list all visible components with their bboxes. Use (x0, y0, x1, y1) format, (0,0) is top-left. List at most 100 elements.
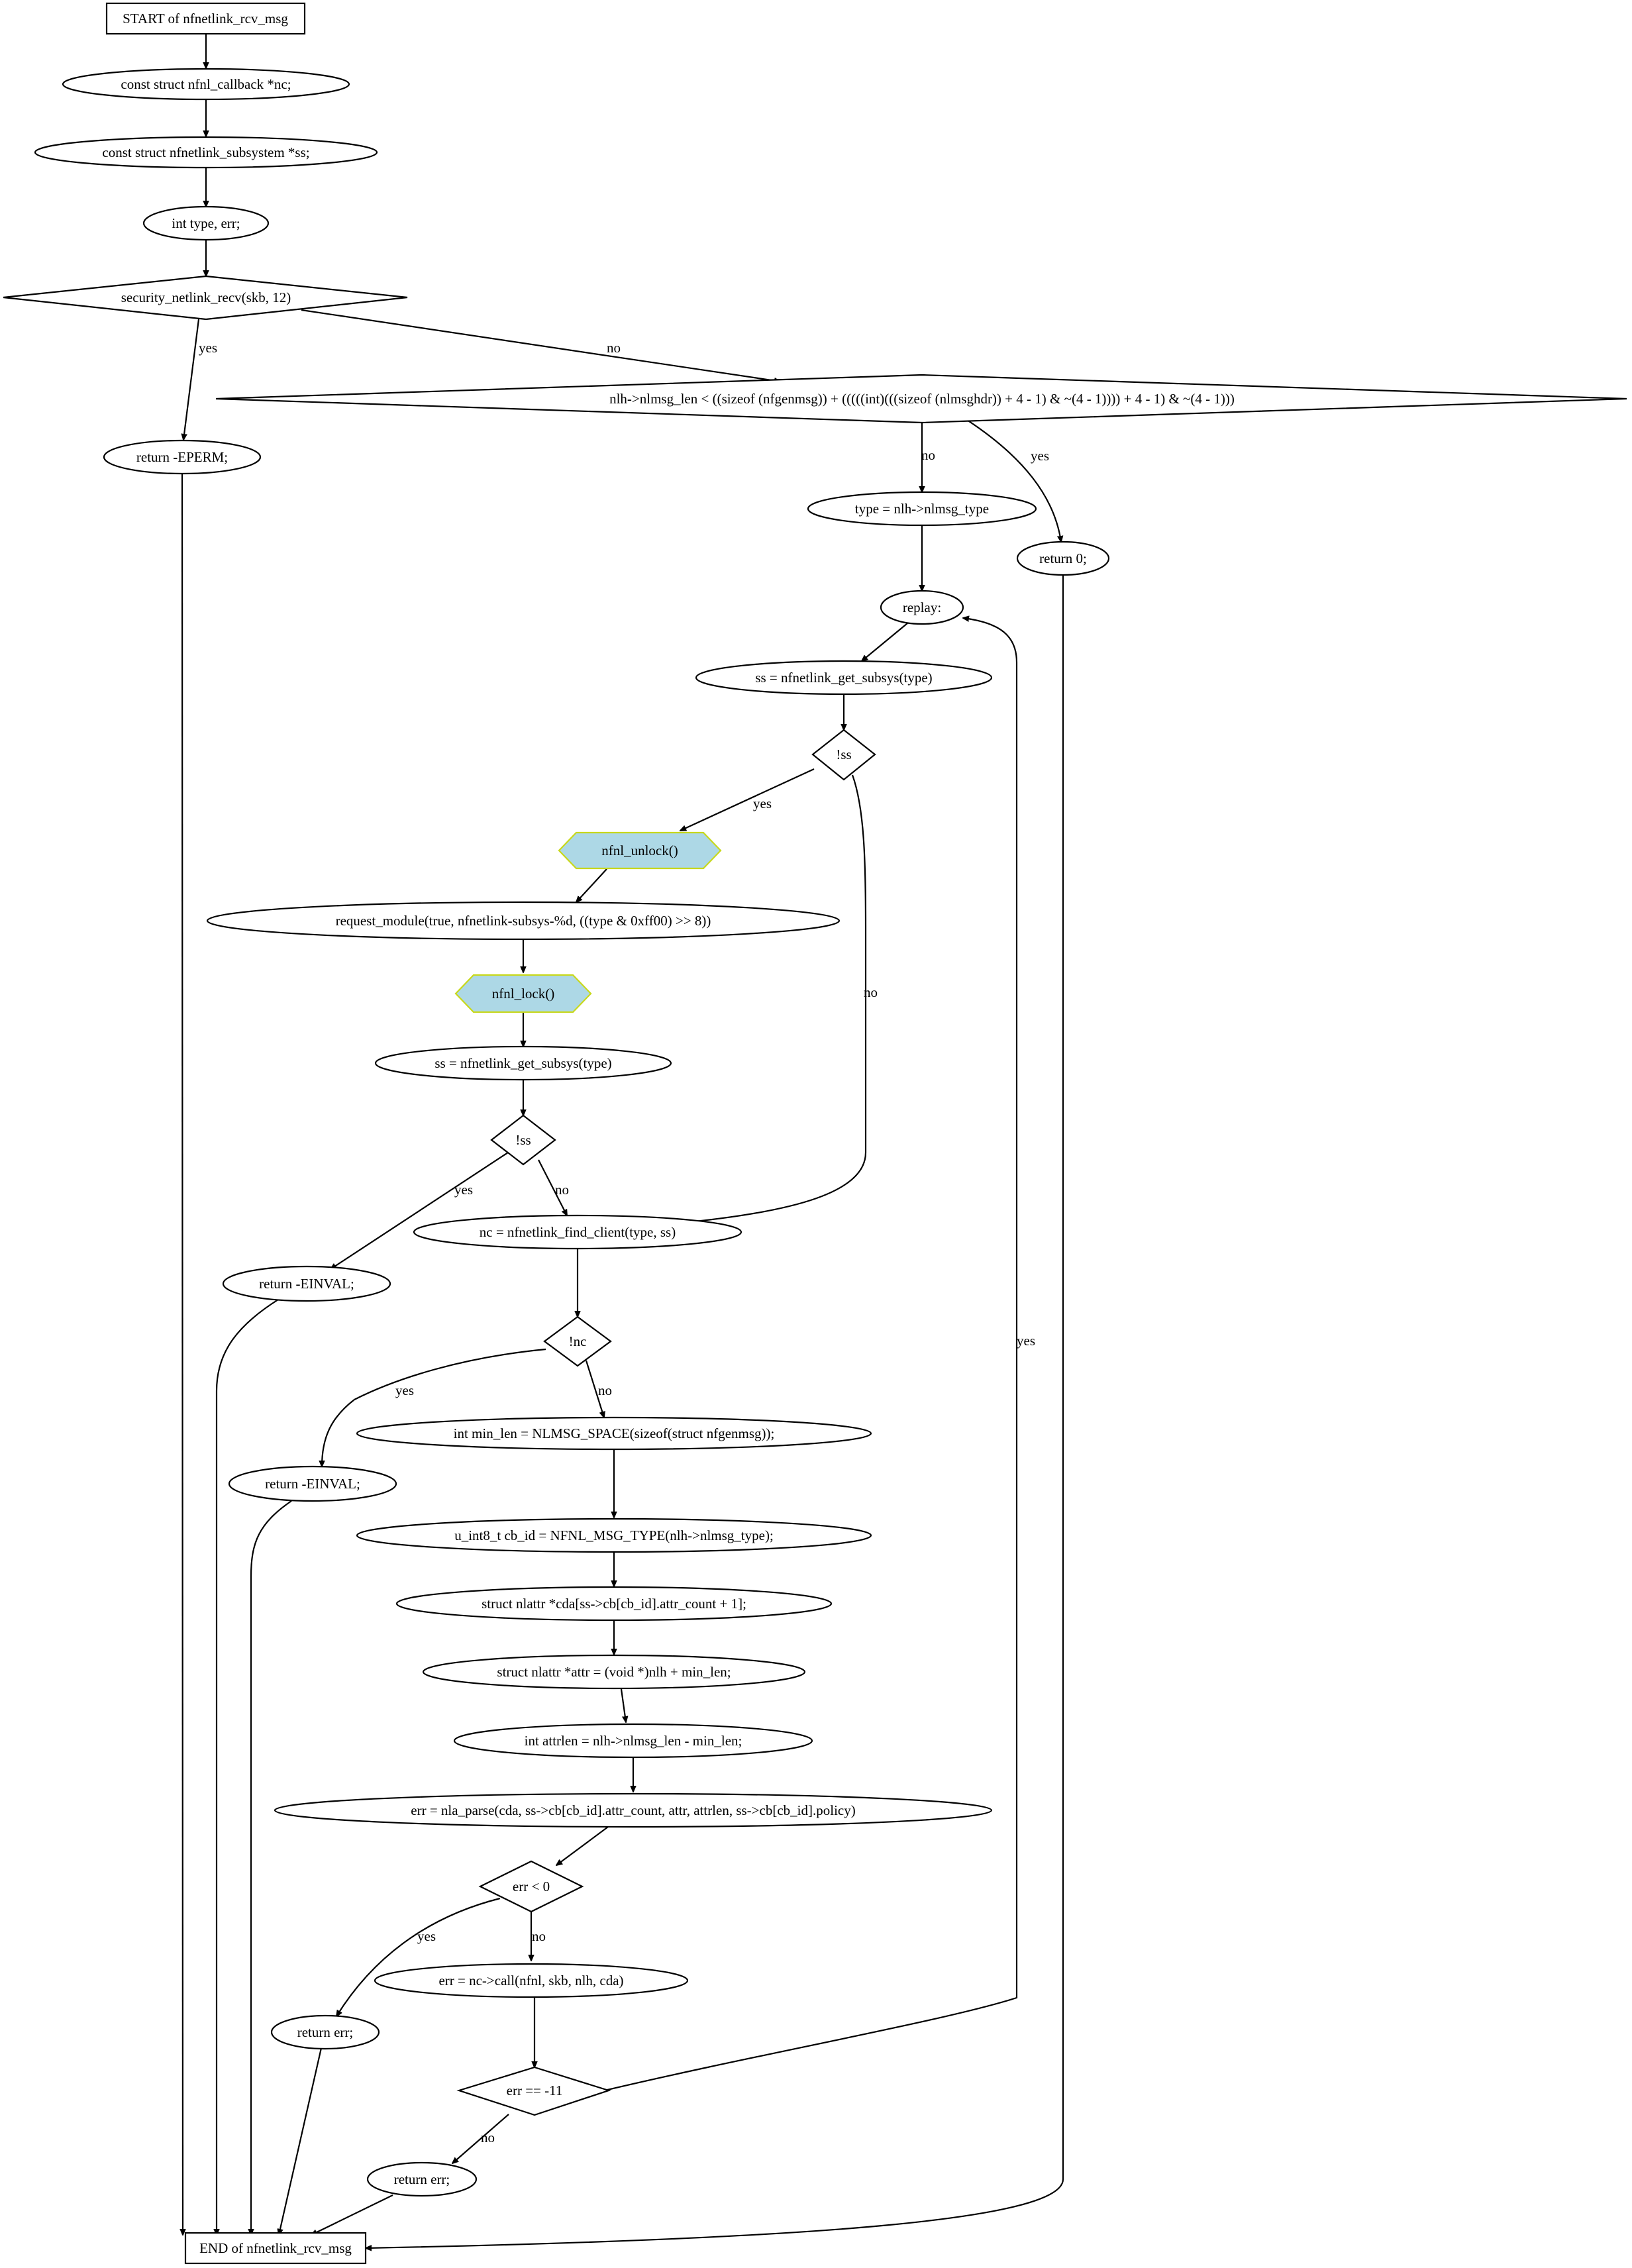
svg-text:err = nc->call(nfnl, skb, nlh,: err = nc->call(nfnl, skb, nlh, cda) (438, 1973, 623, 1988)
not-ss-1-decision: !ss (811, 729, 876, 781)
edge-security-no-to-len-check (301, 309, 780, 382)
edge-label-no: no (921, 447, 935, 463)
cda-node: struct nlattr *cda[ss->cb[cb_id].attr_co… (395, 1586, 833, 1622)
len-check-decision: nlh->nlmsg_len < ((sizeof (nfgenmsg)) + … (215, 374, 1627, 424)
edge-replay-to-get-subsys-1 (862, 623, 908, 661)
edge-len-check-yes-to-return-zero (966, 419, 1061, 542)
svg-text:return 0;: return 0; (1039, 550, 1087, 566)
nla-parse-node: err = nla_parse(cda, ss->cb[cb_id].attr_… (274, 1792, 993, 1828)
svg-text:ss = nfnetlink_get_subsys(type: ss = nfnetlink_get_subsys(type) (434, 1055, 611, 1071)
svg-text:u_int8_t cb_id = NFNL_MSG_TYPE: u_int8_t cb_id = NFNL_MSG_TYPE(nlh->nlms… (454, 1527, 774, 1543)
not-nc-decision: !nc (543, 1315, 612, 1367)
edge-err-eq-eagain-no-to-return-err-2 (452, 2114, 509, 2163)
assign-type-node: type = nlh->nlmsg_type (807, 491, 1037, 527)
edge-not-ss-1-yes-to-unlock (680, 768, 815, 831)
decl-type-node: int type, err; (142, 205, 270, 241)
edge-einval-2-to-end (251, 1500, 292, 2235)
lock-node: nfnl_lock() (454, 974, 592, 1013)
svg-text:return err;: return err; (297, 2024, 354, 2040)
svg-text:nlh->nlmsg_len < ((sizeof (nfg: nlh->nlmsg_len < ((sizeof (nfgenmsg)) + … (609, 391, 1235, 407)
nodes: START of nfnetlink_rcv_msg const struct … (3, 2, 1627, 2265)
svg-text:const struct nfnetlink_subsyst: const struct nfnetlink_subsystem *ss; (102, 144, 309, 160)
svg-text:const struct nfnl_callback *nc: const struct nfnl_callback *nc; (121, 76, 291, 92)
svg-text:!ss: !ss (515, 1132, 531, 1148)
edge-labels: yes no no yes yes no yes no yes no yes y… (199, 340, 1049, 2145)
err-lt-zero-decision: err < 0 (478, 1860, 584, 1913)
svg-text:ss = nfnetlink_get_subsys(type: ss = nfnetlink_get_subsys(type) (755, 670, 932, 686)
svg-text:nfnl_lock(): nfnl_lock() (492, 986, 554, 1002)
svg-text:return err;: return err; (394, 2171, 450, 2187)
svg-text:nc = nfnetlink_find_client(typ: nc = nfnetlink_find_client(type, ss) (480, 1224, 676, 1240)
return-einval-2-node: return -EINVAL; (228, 1465, 397, 1502)
decl-nc-node: const struct nfnl_callback *nc; (62, 68, 350, 101)
svg-text:return -EINVAL;: return -EINVAL; (259, 1276, 354, 1292)
svg-text:err = nla_parse(cda, ss->cb[cb: err = nla_parse(cda, ss->cb[cb_id].attr_… (411, 1802, 855, 1818)
security-check-decision: security_netlink_recv(skb, 12) (3, 275, 408, 321)
svg-text:request_module(true, nfnetlink: request_module(true, nfnetlink-subsys-%d… (336, 913, 711, 929)
edge-label-yes: yes (395, 1382, 414, 1398)
decl-ss-node: const struct nfnetlink_subsystem *ss; (34, 136, 378, 169)
edge-not-ss-2-no-to-find-client (538, 1159, 567, 1215)
edge-attr-to-attrlen (620, 1688, 626, 1722)
svg-text:security_netlink_recv(skb, 12): security_netlink_recv(skb, 12) (121, 289, 291, 305)
return-einval-1-node: return -EINVAL; (222, 1265, 391, 1302)
edge-eperm-to-end (182, 474, 183, 2235)
edge-not-ss-1-no-to-find-client (676, 774, 867, 1223)
edge-return-err-2-to-end (311, 2194, 393, 2235)
svg-text:type = nlh->nlmsg_type: type = nlh->nlmsg_type (855, 501, 989, 517)
get-subsys-1-node: ss = nfnetlink_get_subsys(type) (695, 660, 993, 696)
edge-err-eq-eagain-yes-to-replay (607, 618, 1018, 2091)
svg-text:return -EPERM;: return -EPERM; (136, 449, 228, 465)
edge-security-yes-to-eperm (183, 319, 200, 440)
svg-text:!ss: !ss (836, 747, 851, 762)
nc-call-node: err = nc->call(nfnl, skb, nlh, cda) (374, 1963, 689, 1998)
svg-text:return -EINVAL;: return -EINVAL; (265, 1476, 360, 1492)
edge-not-ss-2-yes-to-einval-1 (331, 1151, 511, 1269)
find-client-node: nc = nfnetlink_find_client(type, ss) (413, 1214, 742, 1250)
svg-text:!nc: !nc (569, 1333, 587, 1349)
edge-err-lt-zero-yes-to-return-err-1 (336, 1897, 501, 2016)
edge-einval-1-to-end (217, 1299, 279, 2235)
edge-return-err-1-to-end (279, 2047, 323, 2235)
edge-label-no: no (607, 340, 621, 356)
edge-label-no: no (532, 1928, 546, 1944)
edge-return-zero-to-end (366, 575, 1064, 2248)
return-err-1-node: return err; (270, 2014, 380, 2050)
edge-label-yes: yes (1031, 448, 1049, 464)
min-len-node: int min_len = NLMSG_SPACE(sizeof(struct … (356, 1416, 872, 1451)
svg-text:int min_len = NLMSG_SPACE(size: int min_len = NLMSG_SPACE(sizeof(struct … (454, 1425, 775, 1441)
svg-text:END of nfnetlink_rcv_msg: END of nfnetlink_rcv_msg (199, 2240, 352, 2256)
return-eperm-node: return -EPERM; (103, 439, 262, 475)
return-err-2-node: return err; (366, 2161, 478, 2197)
edge-nla-parse-to-err-lt-zero (556, 1826, 609, 1865)
edge-unlock-to-request-module (576, 868, 607, 902)
replay-node: replay: (880, 590, 964, 625)
svg-text:err < 0: err < 0 (513, 1879, 550, 1894)
edge-label-yes: yes (753, 796, 772, 811)
request-module-node: request_module(true, nfnetlink-subsys-%d… (206, 901, 841, 941)
svg-text:err == -11: err == -11 (507, 2083, 563, 2098)
unlock-node: nfnl_unlock() (558, 831, 722, 870)
cb-id-node: u_int8_t cb_id = NFNL_MSG_TYPE(nlh->nlms… (356, 1518, 872, 1553)
edges (182, 34, 1064, 2248)
edge-label-no: no (598, 1382, 612, 1398)
svg-text:int type, err;: int type, err; (172, 215, 240, 231)
edge-label-yes: yes (417, 1928, 436, 1944)
edge-label-no: no (481, 2130, 495, 2145)
get-subsys-2-node: ss = nfnetlink_get_subsys(type) (374, 1045, 672, 1081)
edge-not-nc-no-to-min-len (585, 1360, 604, 1418)
svg-text:START of nfnetlink_rcv_msg: START of nfnetlink_rcv_msg (123, 11, 288, 26)
edge-label-no: no (864, 984, 878, 1000)
not-ss-2-decision: !ss (490, 1114, 556, 1166)
edge-label-yes: yes (454, 1182, 473, 1198)
err-eq-eagain-decision: err == -11 (456, 2066, 611, 2116)
svg-text:struct nlattr *attr = (void *): struct nlattr *attr = (void *)nlh + min_… (497, 1664, 731, 1680)
svg-text:struct nlattr *cda[ss->cb[cb_i: struct nlattr *cda[ss->cb[cb_id].attr_co… (482, 1596, 746, 1612)
svg-text:nfnl_unlock(): nfnl_unlock() (601, 843, 678, 858)
edge-not-nc-yes-to-einval-2 (322, 1348, 546, 1467)
end-node: END of nfnetlink_rcv_msg (184, 2232, 367, 2265)
edge-label-yes: yes (199, 340, 217, 356)
start-node: START of nfnetlink_rcv_msg (105, 2, 306, 35)
return-zero-node: return 0; (1016, 541, 1110, 576)
